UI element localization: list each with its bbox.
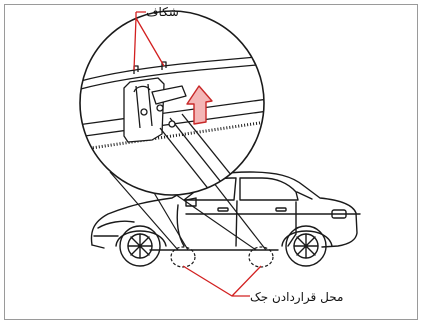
jack-bracket: [124, 78, 164, 142]
jack-point-label: محل قراردادن جک: [250, 290, 343, 304]
slots-label: شکاف: [146, 5, 179, 19]
window-rear: [240, 178, 298, 200]
front-wheel: [116, 226, 166, 266]
door-handle-rear: [276, 208, 286, 211]
rear-wheel: [282, 226, 332, 266]
magnified-detail: [70, 11, 290, 196]
door-line: [236, 201, 237, 246]
door-handle-front: [218, 208, 228, 211]
